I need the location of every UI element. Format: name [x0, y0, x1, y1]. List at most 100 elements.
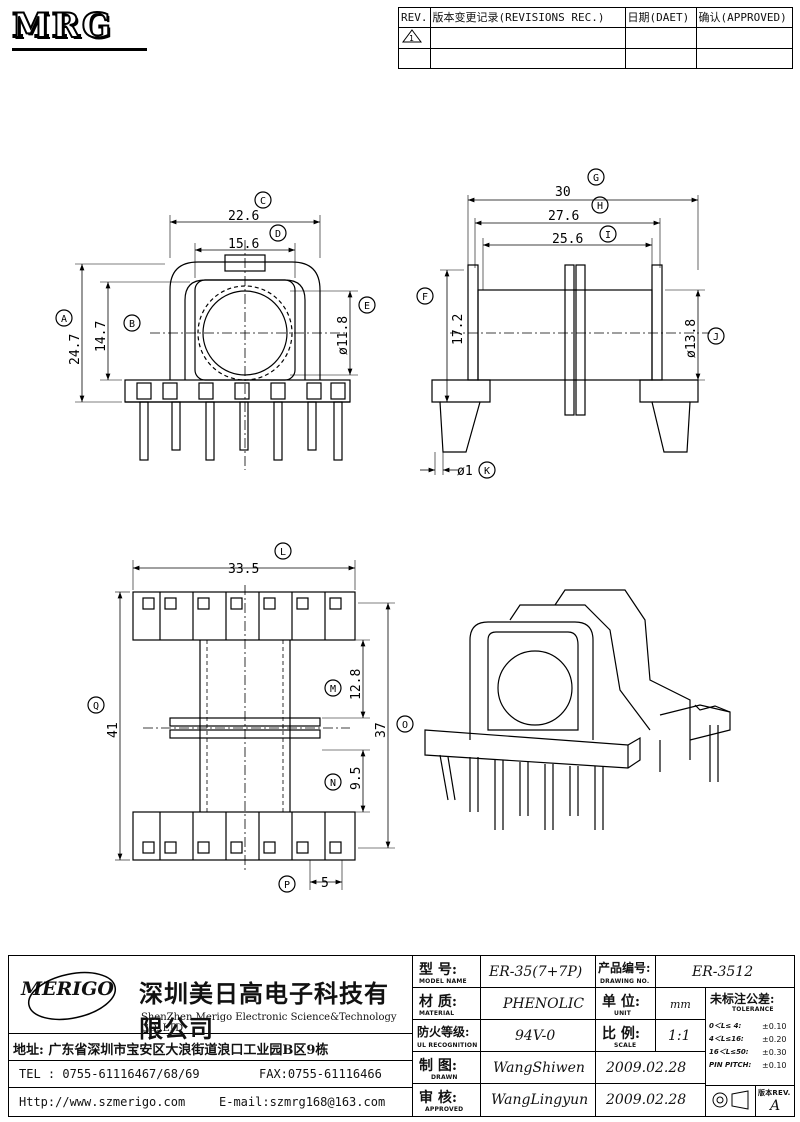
unit-label-cell: 单 位: UNIT — [596, 988, 656, 1020]
fire-label: 防火等级: — [417, 1025, 470, 1039]
web-cell: Http://www.szmerigo.com E-mail:szmrg168@… — [9, 1088, 413, 1116]
dim-k-value: ø1 — [457, 464, 473, 479]
mrg-logo: MRG — [11, 5, 113, 47]
dim-g-value: 30 — [555, 185, 571, 200]
front-view — [75, 215, 358, 470]
marker-q: Q — [93, 701, 99, 712]
marker-c: C — [260, 196, 266, 207]
unit-value: mm — [670, 998, 691, 1011]
dim-b-value: 14.7 — [94, 321, 109, 352]
model-label-cell: 型 号: MODEL NAME — [413, 956, 481, 988]
marker-l: L — [280, 547, 286, 558]
marker-k: K — [484, 466, 490, 477]
dim-h-value: 27.6 — [548, 209, 579, 224]
marker-e: E — [364, 301, 370, 312]
marker-o: O — [402, 720, 408, 731]
material-value: PHENOLIC — [503, 996, 585, 1012]
scale-value: 1:1 — [668, 1028, 691, 1044]
fax-text: FAX:0755-61116466 — [259, 1067, 382, 1081]
projection-cell — [706, 1086, 756, 1116]
drawing-no-value-cell: ER-3512 — [656, 956, 794, 988]
rev-mark-cell: 1 — [398, 26, 431, 50]
version-value: A — [770, 1098, 781, 1114]
approved-date: 2009.02.28 — [606, 1092, 687, 1108]
dim-f-value: 17.2 — [451, 314, 466, 345]
rev-cell-empty — [624, 48, 697, 69]
approved-label: 审 核: — [419, 1090, 458, 1106]
dim-n-value: 9.5 — [349, 767, 364, 790]
merigo-swoosh-icon — [27, 971, 117, 1021]
revisions-header: 版本变更记录(REVISIONS REC.) — [429, 7, 626, 28]
model-value-cell: ER-35(7+7P) — [481, 956, 596, 988]
dim-o-value: 37 — [374, 722, 389, 738]
side-view — [420, 195, 710, 475]
dim-d-value: 15.6 — [228, 237, 259, 252]
scale-value-cell: 1:1 — [656, 1020, 706, 1052]
approved-date-cell: 2009.02.28 — [596, 1084, 706, 1116]
drawn-value-cell: WangShiwen — [481, 1052, 596, 1084]
isometric-view — [424, 589, 731, 830]
marker-a: A — [61, 314, 67, 325]
fire-value-cell: 94V-0 — [481, 1020, 596, 1052]
tolerance-range: 0＜L≤ 4: — [709, 1022, 742, 1030]
rev-triangle-icon: 1 — [402, 29, 422, 43]
marker-f: F — [422, 292, 428, 303]
drawn-date-cell: 2009.02.28 — [596, 1052, 706, 1084]
projection-symbol-icon — [712, 1090, 749, 1110]
marker-h: H — [597, 201, 603, 212]
revision-table: REV. 版本变更记录(REVISIONS REC.) 日期(DAET) 确认(… — [398, 7, 793, 69]
dim-q-value: 41 — [106, 722, 121, 738]
approved-value: WangLingyun — [491, 1092, 589, 1108]
unit-sub: UNIT — [614, 1010, 632, 1017]
http-text: Http://www.szmerigo.com — [19, 1095, 186, 1109]
marker-d: D — [275, 229, 281, 240]
material-label: 材 质: — [419, 994, 458, 1010]
tolerance-value: ±0.30 — [762, 1048, 787, 1057]
company-cell: MERIGO 深圳美日高电子科技有限公司 ShenZhen Merigo Ele… — [9, 956, 413, 1043]
fire-value: 94V-0 — [515, 1028, 556, 1044]
marker-m: M — [330, 684, 336, 695]
dim-p-value: 5 — [321, 876, 329, 891]
marker-p: P — [284, 880, 290, 891]
rev-cell-empty — [624, 26, 697, 50]
bottom-view — [115, 560, 395, 890]
material-label-cell: 材 质: MATERIAL — [413, 988, 481, 1020]
dim-l-value: 33.5 — [228, 562, 259, 577]
logo-underline — [12, 48, 147, 51]
tolerance-title: 未标注公差: — [710, 992, 775, 1006]
approved-label-cell: 审 核: APPROVED — [413, 1084, 481, 1116]
marker-g: G — [593, 173, 599, 184]
drawn-label: 制 图: — [419, 1058, 458, 1074]
unit-label: 单 位: — [602, 994, 641, 1010]
dim-j-value: ø13.8 — [684, 319, 699, 358]
approved-value-cell: WangLingyun — [481, 1084, 596, 1116]
version-cell: 版本REV. A — [756, 1086, 794, 1116]
model-sub: MODEL NAME — [419, 978, 467, 985]
drawn-label-cell: 制 图: DRAWN — [413, 1052, 481, 1084]
tolerance-range: 4＜L≤16: — [709, 1035, 744, 1043]
drawn-sub: DRAWN — [431, 1074, 458, 1081]
tolerance-sub: TOLERANCE — [732, 1006, 774, 1013]
tolerance-range: PIN PITCH: — [709, 1061, 752, 1069]
model-label: 型 号: — [419, 962, 458, 978]
marker-n: N — [330, 778, 336, 789]
approved-sub: APPROVED — [425, 1106, 464, 1113]
model-value: ER-35(7+7P) — [489, 964, 583, 980]
technical-drawing: 22.6 15.6 24.7 14.7 ø11.8 30 27.6 25.6 1… — [55, 168, 731, 893]
drawing-no-label: 产品编号: — [598, 961, 651, 975]
dim-a-value: 24.7 — [68, 334, 83, 365]
dim-i-value: 25.6 — [552, 232, 583, 247]
version-label: 版本REV. — [758, 1089, 791, 1097]
address-text: 地址: 广东省深圳市宝安区大浪街道浪口工业园B区9栋 — [13, 1043, 329, 1058]
drawn-value: WangShiwen — [493, 1060, 585, 1076]
drawn-date: 2009.02.28 — [606, 1060, 687, 1076]
marker-b: B — [129, 319, 135, 330]
fire-sub: UL RECOGNITION — [417, 1042, 478, 1049]
company-name-en: ShenZhen Merigo Electronic Science&Techn… — [141, 1012, 397, 1034]
drawing-no-label-cell: 产品编号: DRAWING NO. — [596, 956, 656, 988]
tolerance-range: 16＜L≤50: — [709, 1048, 749, 1056]
scale-label: 比 例: — [602, 1026, 641, 1042]
tolerance-cell: 未标注公差: TOLERANCE 0＜L≤ 4: 4＜L≤16: 16＜L≤50… — [706, 988, 794, 1086]
contact-cell: TEL : 0755-61116467/68/69 FAX:0755-61116… — [9, 1061, 413, 1088]
